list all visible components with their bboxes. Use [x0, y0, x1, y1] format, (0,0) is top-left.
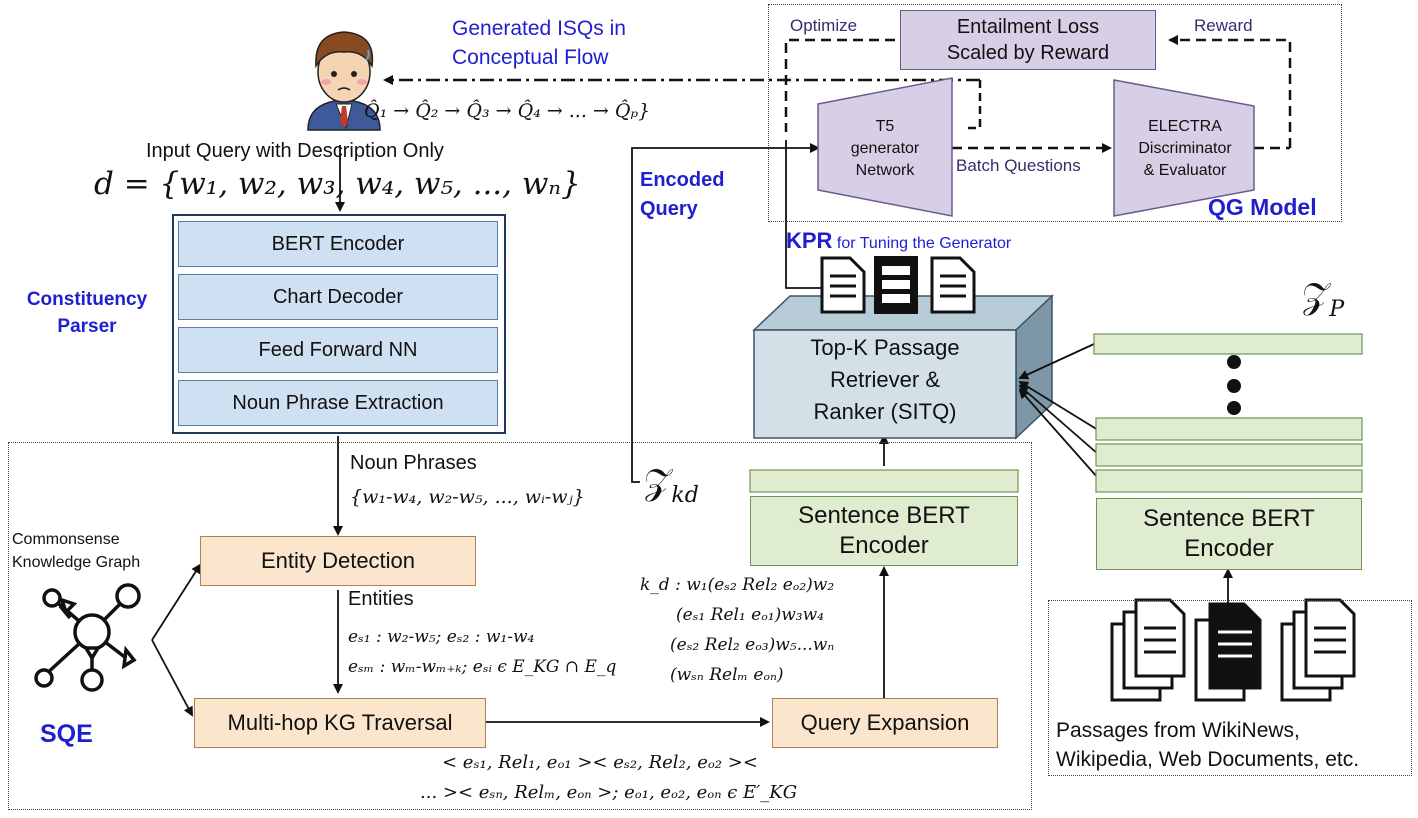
- kg-triples-formula: < eₛ₁, Rel₁, eₒ₁ >< eₛ₂, Rel₂, eₒ₂ >< ..…: [420, 752, 798, 803]
- optimize-label: Optimize: [790, 16, 858, 35]
- generated-isqs-label: Generated ISQs in Conceptual Flow: [452, 17, 626, 69]
- zp-embedding-bar: [1095, 443, 1363, 467]
- input-query-label: Input Query with Description Only: [146, 140, 444, 162]
- feed-forward-layer: Feed Forward NN: [178, 327, 498, 373]
- noun-phrases-formula: {w₁-w₄, w₂-w₅, ..., wᵢ-wⱼ}: [350, 486, 585, 508]
- query-expansion-box: Query Expansion: [772, 698, 998, 748]
- noun-phrase-extraction-layer: Noun Phrase Extraction: [178, 380, 498, 426]
- qg-model-region: [768, 4, 1342, 222]
- knowledge-graph-label: Commonsense Knowledge Graph: [12, 531, 141, 571]
- document-stack-icon: [1110, 598, 1186, 702]
- ellipsis-dot: [1227, 379, 1241, 393]
- passages-source-label: Passages from WikiNews, Wikipedia, Web D…: [1056, 719, 1360, 771]
- ellipsis-dot: [1227, 401, 1241, 415]
- expanded-query-formula: k_d : w₁(eₛ₂ Rel₂ eₒ₂)w₂ (eₛ₁ Rel₁ eₒ₁)w…: [640, 575, 835, 685]
- electra-discriminator-label: ELECTRA Discriminator & Evaluator: [1138, 118, 1232, 179]
- knowledge-graph-icon: [34, 583, 141, 692]
- sqe-region: [8, 442, 1032, 810]
- sqe-label: SQE: [40, 720, 93, 748]
- entities-formula: eₛ₁ : w₂-w₅; eₛ₂ : w₁-w₄ eₛₘ : wₘ-wₘ₊ₖ; …: [348, 627, 617, 677]
- kpr-arrow: [785, 140, 822, 289]
- kpr-label: KPR for Tuning the Generator: [786, 228, 1011, 254]
- entities-label: Entities: [348, 588, 414, 610]
- user-avatar-icon: [307, 31, 381, 131]
- encoded-query-label: Encoded Query: [640, 169, 725, 220]
- question-sequence: Q̂₁ → Q̂₂ → Q̂₃ → Q̂₄ → ... → Q̂ₚ}: [364, 100, 651, 122]
- electra-discriminator-shape: [1113, 79, 1255, 217]
- z-p-label: 𝒵P: [1302, 276, 1345, 322]
- noun-phrases-label: Noun Phrases: [350, 452, 477, 474]
- retriever-label: Top-K Passage Retriever & Ranker (SITQ): [810, 335, 960, 424]
- kg-to-traversal-arrow: [151, 639, 193, 717]
- ellipsis-dot: [1227, 355, 1241, 369]
- passages-region: [1048, 600, 1412, 776]
- entity-detection-box: Entity Detection: [200, 536, 476, 586]
- zp-embedding-bar: [1095, 417, 1363, 441]
- zp-embedding-bar: [1093, 333, 1363, 355]
- kg-to-entity-arrow: [151, 563, 202, 641]
- database-document-icon: [874, 256, 918, 314]
- sentence-bert-encoder-query: Sentence BERT Encoder: [750, 496, 1018, 566]
- kg-traversal-box: Multi-hop KG Traversal: [194, 698, 486, 748]
- retriever-box-front: [753, 329, 1017, 439]
- bert-encoder-layer: BERT Encoder: [178, 221, 498, 267]
- entailment-loss-box: Entailment Loss Scaled by Reward: [900, 10, 1156, 70]
- kpr-title: KPR: [786, 228, 833, 253]
- sentence-bert-encoder-passages: Sentence BERT Encoder: [1096, 498, 1362, 570]
- chart-decoder-layer: Chart Decoder: [178, 274, 498, 320]
- z-kd-label: 𝒵kd: [644, 462, 699, 508]
- optimize-loop: [784, 38, 895, 132]
- input-query-formula: d = {w₁, w₂, w₃, w₄, w₅, ..., wₙ}: [94, 166, 581, 202]
- document-icon: [930, 256, 976, 314]
- batch-questions-label: Batch Questions: [956, 156, 1081, 175]
- zkd-embedding-bar: [749, 469, 1019, 493]
- t5-generator-shape: [817, 77, 953, 217]
- document-stack-icon: [1194, 602, 1262, 702]
- constituency-parser-label: Constituency Parser: [26, 289, 148, 337]
- document-icon: [820, 256, 866, 314]
- kpr-subtitle: for Tuning the Generator: [836, 235, 1012, 252]
- reward-label: Reward: [1194, 16, 1253, 35]
- t5-generator-label: T5 generator Network: [850, 118, 920, 179]
- zp-embedding-bar: [1095, 469, 1363, 493]
- qg-model-title: QG Model: [1208, 194, 1317, 220]
- reward-loop: [1168, 35, 1292, 148]
- encoded-query-arrow: [631, 143, 820, 483]
